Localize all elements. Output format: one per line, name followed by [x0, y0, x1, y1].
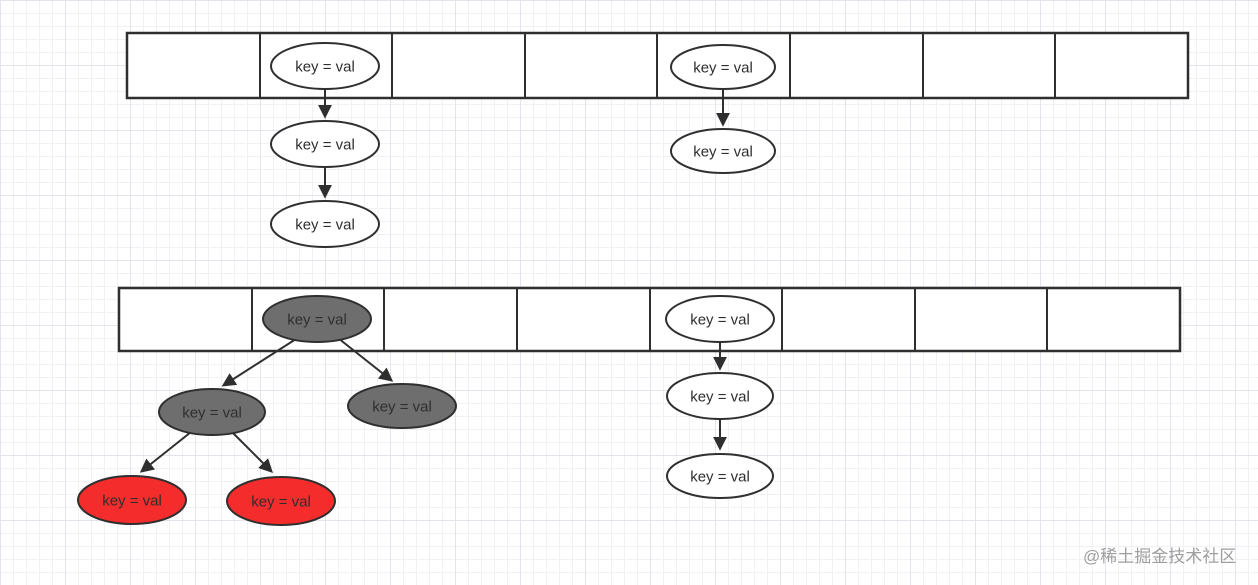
node-label: key = val: [690, 469, 750, 486]
node-label: key = val: [372, 399, 432, 416]
tree-node-left-right: key = val: [226, 476, 336, 526]
node-ellipse: [158, 388, 266, 436]
node-ellipse: [665, 295, 775, 343]
node-label: key = val: [693, 144, 753, 161]
tree-node-left-left: key = val: [77, 475, 187, 525]
node-ellipse: [670, 128, 776, 174]
node-ellipse: [347, 383, 457, 429]
linked-list-node: key = val: [670, 44, 776, 90]
node-ellipse: [262, 295, 372, 343]
tree-node-root: key = val: [262, 295, 372, 343]
tree-edge-arrow: [139, 431, 192, 473]
tree-node-left: key = val: [158, 388, 266, 436]
linked-list-node: key = val: [270, 200, 380, 248]
node-label: key = val: [690, 389, 750, 406]
linked-list-node: key = val: [665, 295, 775, 343]
node-ellipse: [77, 475, 187, 525]
node-ellipse: [270, 200, 380, 248]
node-label: key = val: [693, 60, 753, 77]
linked-list-node: key = val: [666, 372, 774, 420]
node-ellipse: [226, 476, 336, 526]
linked-list-node: key = val: [270, 42, 380, 90]
node-label: key = val: [295, 217, 355, 234]
node-label: key = val: [182, 405, 242, 422]
linked-list-node: key = val: [270, 120, 380, 168]
node-ellipse: [270, 120, 380, 168]
tree-node-right: key = val: [347, 383, 457, 429]
node-label: key = val: [102, 493, 162, 510]
node-label: key = val: [295, 59, 355, 76]
node-ellipse: [670, 44, 776, 90]
node-ellipse: [270, 42, 380, 90]
tree-edge-arrow: [337, 337, 394, 382]
tree-edge-arrow: [231, 431, 273, 473]
linked-list-node: key = val: [666, 453, 774, 499]
node-label: key = val: [295, 137, 355, 154]
linked-list-node: key = val: [670, 128, 776, 174]
node-label: key = val: [287, 312, 347, 329]
node-ellipse: [666, 372, 774, 420]
tree-edge-arrow: [221, 338, 297, 387]
node-ellipse: [666, 453, 774, 499]
watermark: @稀土掘金技术社区: [1083, 547, 1236, 566]
node-label: key = val: [690, 312, 750, 329]
node-label: key = val: [251, 494, 311, 511]
